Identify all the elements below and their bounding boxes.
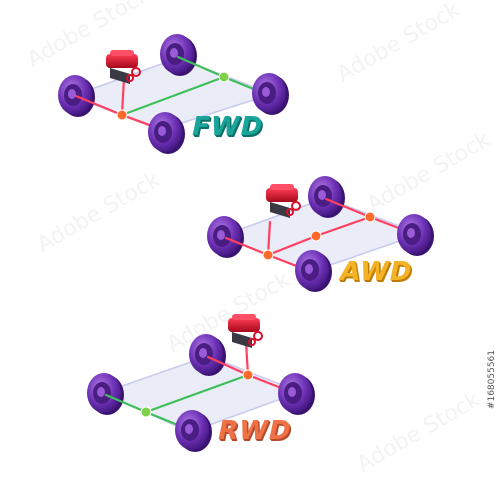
engine-pulley [126,74,134,82]
joint [140,406,152,418]
wheel [295,250,332,292]
wheel-cap [185,424,193,434]
wheel [397,214,434,256]
engine-pulley [253,331,263,341]
awd-diagram [207,176,434,292]
wheel [207,216,244,258]
engine-shaft [120,76,126,117]
engine-top [232,314,256,320]
wheel-cap [305,264,313,274]
wheel [278,373,315,415]
wheel [148,112,185,154]
fwd-diagram [58,34,289,154]
rwd-diagram [87,314,315,452]
wheel [175,410,212,452]
engine-block [232,332,252,348]
driveshaft [266,234,318,257]
wheel [308,176,345,218]
joint [242,369,254,381]
joint [262,249,274,261]
awd-label: AWD [336,257,416,287]
wheel-cap [288,387,296,397]
wheel-cap [199,348,207,358]
joint [218,71,230,83]
joint [364,211,376,223]
engine-block [270,202,290,218]
wheel-cap [158,126,166,136]
wheel [189,334,226,376]
engine-top [110,50,134,56]
driveshaft [120,75,226,117]
driveshaft [314,215,372,238]
engine-shaft [244,340,250,377]
front-axle [224,236,270,257]
front-axle [104,393,148,414]
wheel-cap [68,89,76,99]
engine-pulley [248,338,256,346]
rwd-label: RWD [214,416,295,446]
joint [116,109,128,121]
engine-shaft [266,220,272,257]
driveshaft [144,373,250,414]
engine-icon [228,314,263,348]
engine-cover [266,188,298,202]
rear-axle [206,355,250,377]
wheel [160,34,197,76]
engine-pulley [286,208,294,216]
engine-top [270,184,294,190]
wheel [87,373,124,415]
wheel-cap [170,48,178,58]
engine-pulley [291,201,301,211]
engine-pulley [131,67,141,77]
rear-axle [324,197,372,219]
joint [310,230,322,242]
wheel-cap [407,228,415,238]
engine-cover [106,54,138,68]
rear-axle [176,55,226,79]
fwd-label: FWD [188,112,267,142]
engine-icon [106,50,141,84]
front-axle [74,94,124,117]
wheel-cap [262,87,270,97]
wheel-cap [217,230,225,240]
wheel-cap [97,387,105,397]
wheel [252,73,289,115]
engine-icon [266,184,301,218]
wheel-cap [318,190,326,200]
stock-id: #168055561 [487,350,497,410]
engine-block [110,68,130,84]
engine-cover [228,318,260,332]
